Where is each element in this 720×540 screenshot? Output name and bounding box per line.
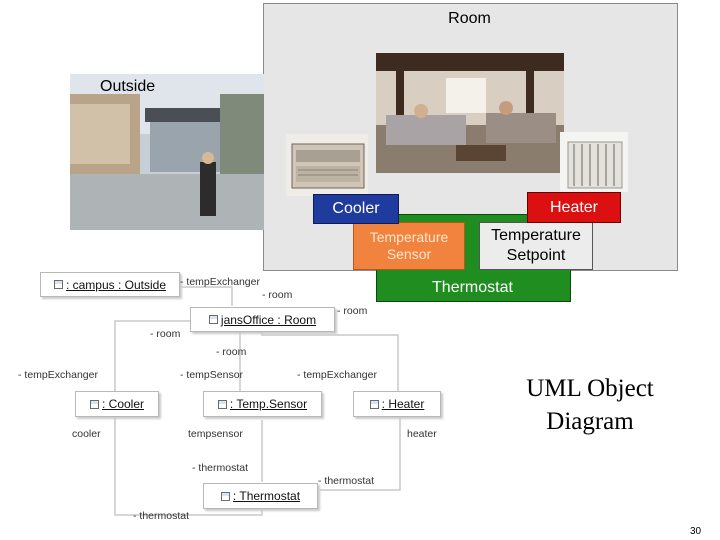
uml-diagram-title: UML Object Diagram	[495, 372, 685, 438]
uml-object-icon	[208, 315, 218, 324]
uml-object-temp-sensor-name: : Temp.Sensor	[229, 397, 308, 411]
role-thermostat-mid: - thermostat	[192, 462, 249, 474]
role-room-top: - room	[262, 289, 293, 301]
temperature-sensor-box: Temperature Sensor	[353, 222, 465, 270]
uml-object-icon	[217, 399, 227, 409]
room-label: Room	[448, 10, 491, 27]
role-thermostat-right: - thermostat	[318, 475, 375, 487]
uml-object-heater-name: : Heater	[381, 397, 425, 411]
role-temp-exchanger-right: - tempExchanger	[297, 369, 377, 381]
uml-object-thermostat-name: : Thermostat	[232, 489, 301, 503]
cooler-photo	[286, 134, 368, 196]
role-room-mid: - room	[216, 346, 247, 358]
uml-object-campus[interactable]: : campus : Outside	[40, 272, 180, 297]
uml-title-line2: Diagram	[546, 408, 634, 435]
uml-object-campus-name: : campus : Outside	[65, 277, 167, 292]
uml-object-thermostat[interactable]: : Thermostat	[203, 483, 318, 509]
uml-object-icon	[220, 491, 230, 501]
heater-box: Heater	[527, 192, 621, 223]
outside-label: Outside	[100, 78, 156, 95]
uml-object-icon	[53, 280, 63, 289]
uml-object-jans-office[interactable]: jansOffice : Room	[190, 307, 335, 332]
role-temp-exchanger-top: - tempExchanger	[180, 276, 260, 288]
role-heater: heater	[407, 428, 437, 440]
uml-object-temp-sensor[interactable]: : Temp.Sensor	[203, 391, 322, 417]
temperature-setpoint-box: Temperature Setpoint	[479, 222, 593, 270]
uml-object-icon	[89, 399, 99, 409]
role-tempsensor: tempsensor	[188, 428, 243, 440]
room-photo	[376, 53, 564, 173]
heater-photo	[560, 132, 628, 192]
uml-title-line1: UML Object	[526, 375, 654, 402]
uml-object-cooler[interactable]: : Cooler	[75, 391, 159, 417]
uml-object-icon	[369, 399, 379, 409]
outside-photo	[70, 74, 264, 230]
uml-object-cooler-name: : Cooler	[101, 397, 145, 411]
cooler-box: Cooler	[313, 194, 399, 224]
role-thermostat-bottom: - thermostat	[133, 510, 190, 522]
role-room-right: - room	[337, 305, 368, 317]
page-number: 30	[690, 526, 702, 537]
role-cooler: cooler	[72, 428, 101, 440]
uml-object-jans-office-name: jansOffice : Room	[220, 312, 317, 327]
role-temp-sensor: - tempSensor	[180, 369, 244, 381]
role-temp-exchanger-left: - tempExchanger	[18, 369, 98, 381]
uml-object-heater[interactable]: : Heater	[353, 391, 441, 417]
role-room-left: - room	[150, 328, 181, 340]
thermostat-label: Thermostat	[432, 279, 513, 296]
